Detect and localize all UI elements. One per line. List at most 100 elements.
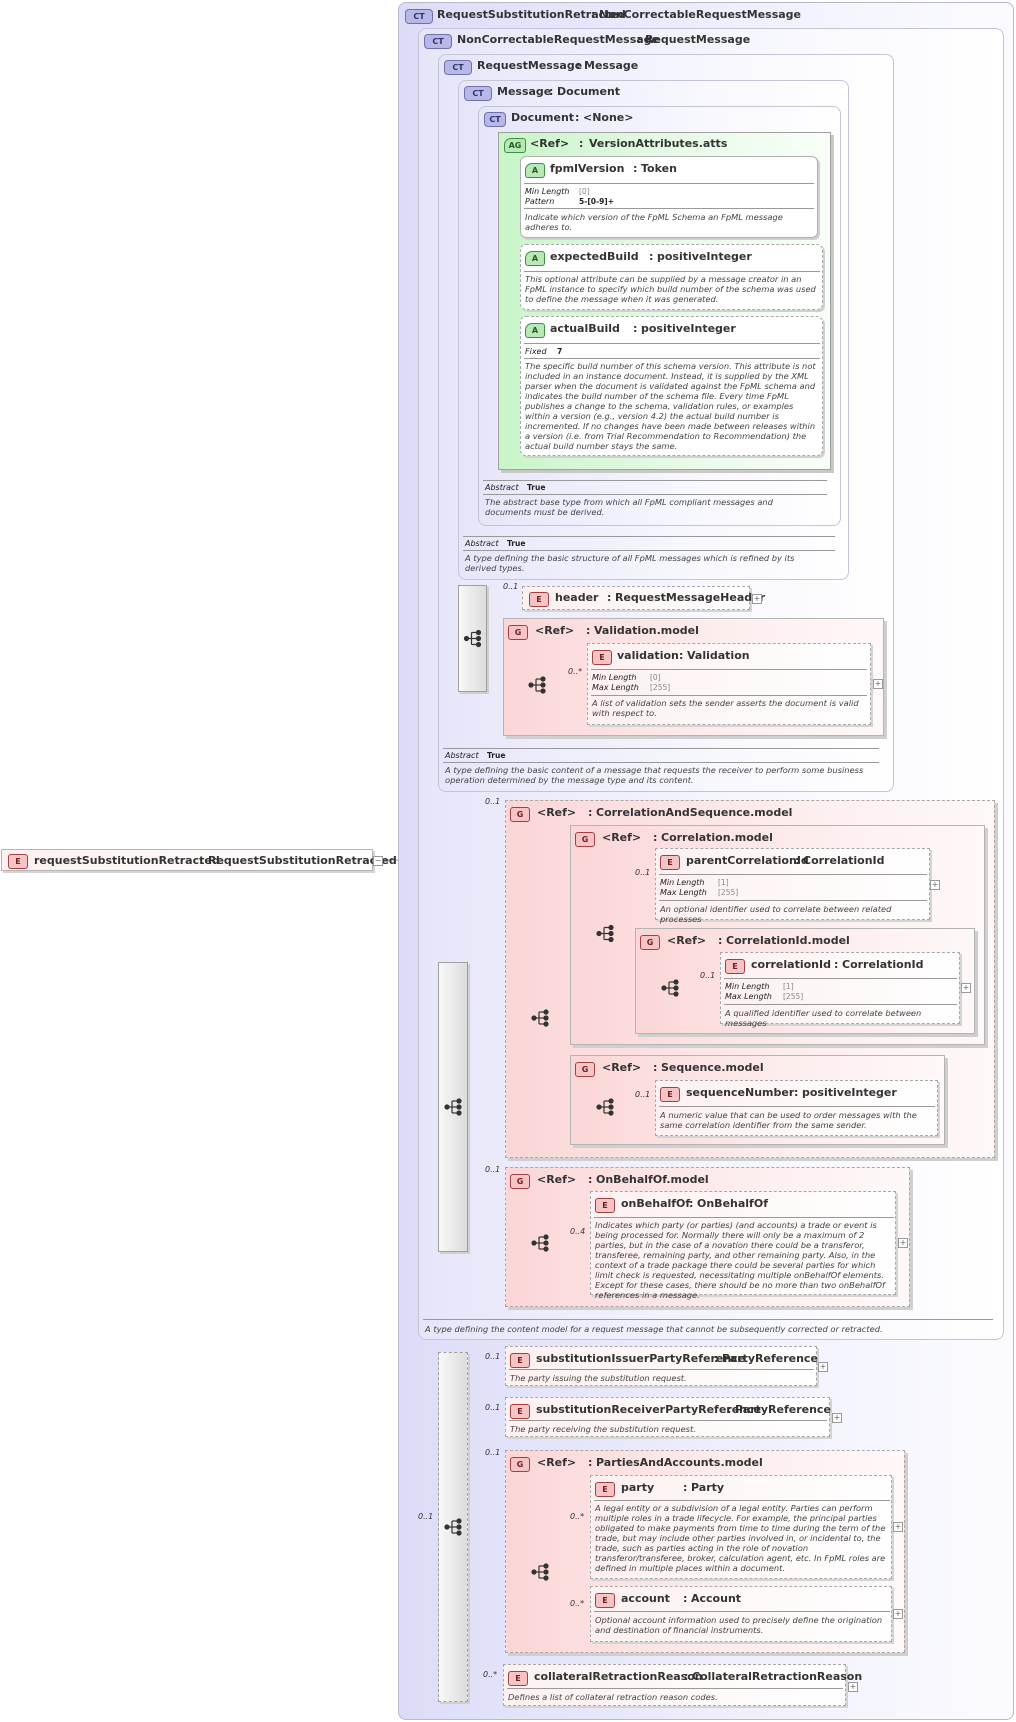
- colon-sep: :: [586, 624, 591, 637]
- abstract-label: Abstract: [465, 539, 499, 548]
- expand-icon[interactable]: +: [893, 1609, 903, 1619]
- group-badge: G: [575, 1062, 595, 1077]
- sequence-compositor-message[interactable]: [458, 585, 487, 692]
- expand-icon[interactable]: +: [873, 679, 883, 689]
- grp-corrseq-type: CorrelationAndSequence.model: [596, 806, 793, 819]
- ct-main-doc: A type defining the content model for a …: [425, 1324, 883, 1334]
- el-issuer-doc: The party issuing the substitution reque…: [510, 1373, 687, 1383]
- root-element-type: RequestSubstitutionRetracted: [208, 854, 397, 867]
- colon-sep: :: [591, 8, 596, 21]
- occurrence-label: 0..1: [635, 1090, 651, 1099]
- ag-ref: <Ref>: [530, 137, 570, 150]
- colon-sep: :: [684, 1670, 689, 1683]
- ct-noncorr-name: NonCorrectableRequestMessage: [457, 33, 660, 46]
- colon-sep: :: [607, 591, 612, 604]
- element-on-behalf-of[interactable]: E onBehalfOf : OnBehalfOf Indicates whic…: [590, 1191, 896, 1300]
- element-sequence-number[interactable]: E sequenceNumber : positiveInteger A num…: [655, 1080, 938, 1136]
- colon-sep: :: [588, 806, 593, 819]
- colon-sep: :: [549, 85, 554, 98]
- element-badge: E: [725, 959, 745, 974]
- element-collateral-retraction-reason[interactable]: E collateralRetractionReason : Collatera…: [503, 1664, 862, 1706]
- element-party[interactable]: E party : Party A legal entity or a subd…: [590, 1475, 892, 1579]
- expand-icon[interactable]: +: [818, 1362, 828, 1372]
- colon-sep: :: [576, 59, 581, 72]
- attribute-actual-build[interactable]: A actualBuild : positiveInteger Fixed 7 …: [520, 316, 823, 456]
- prop-label: Pattern: [525, 197, 555, 206]
- occurrence-label: 0..4: [570, 1227, 586, 1236]
- prop-label: Max Length: [660, 888, 707, 897]
- el-validation-doc: A list of validation sets the sender ass…: [592, 698, 859, 718]
- att-actual-doc: The specific build number of this schema…: [525, 361, 816, 451]
- occurrence-label: 0..1: [485, 797, 501, 806]
- group-badge: G: [640, 935, 660, 950]
- root-element-name: requestSubstitutionRetracted: [34, 854, 220, 867]
- el-obo-type: OnBehalfOf: [697, 1197, 768, 1210]
- prop-label: Max Length: [592, 683, 639, 692]
- sequence-compositor-noncorr[interactable]: [438, 962, 468, 1252]
- element-correlation-id[interactable]: E correlationId : CorrelationId Min Leng…: [720, 952, 960, 1028]
- expand-icon[interactable]: +: [893, 1522, 903, 1532]
- ct-document-name: Document: [511, 111, 575, 124]
- expand-icon[interactable]: +: [832, 1413, 842, 1423]
- expand-icon[interactable]: +: [898, 1238, 908, 1248]
- el-account-name: account: [621, 1592, 670, 1605]
- occurrence-label: 0..*: [568, 667, 583, 676]
- element-validation[interactable]: E validation : Validation Min Length [0]…: [587, 643, 871, 725]
- expand-icon[interactable]: +: [930, 880, 940, 890]
- expand-icon[interactable]: +: [961, 983, 971, 993]
- element-account[interactable]: E account : Account Optional account inf…: [590, 1586, 892, 1642]
- prop-value: 7: [557, 347, 563, 356]
- el-collateral-name: collateralRetractionReason: [534, 1670, 703, 1683]
- att-expected-type: positiveInteger: [657, 250, 752, 263]
- grp-obo-type: OnBehalfOf.model: [596, 1173, 709, 1186]
- grp-corr-type: Correlation.model: [661, 831, 773, 844]
- element-substitution-receiver[interactable]: E substitutionReceiverPartyReference : P…: [505, 1397, 831, 1437]
- prop-label: Min Length: [660, 878, 705, 887]
- collapse-icon[interactable]: −: [373, 856, 383, 866]
- element-substitution-issuer[interactable]: E substitutionIssuerPartyReference : Par…: [505, 1346, 818, 1386]
- occurrence-label: 0..*: [570, 1599, 585, 1608]
- el-obo-name: onBehalfOf: [621, 1197, 691, 1210]
- attribute-fpml-version[interactable]: A fpmlVersion : Token Min Length [0] Pat…: [520, 156, 818, 238]
- colon-sep: :: [795, 854, 800, 867]
- colon-sep: :: [679, 649, 684, 662]
- ct-message-name: Message: [497, 85, 552, 98]
- expand-icon[interactable]: +: [752, 594, 762, 604]
- el-header-type: RequestMessageHeader: [615, 591, 766, 604]
- el-receiver-doc: The party receiving the substitution req…: [510, 1424, 696, 1434]
- colon-sep: :: [689, 1197, 694, 1210]
- el-seqnum-name: sequenceNumber: [686, 1086, 795, 1099]
- abstract-value: True: [487, 751, 506, 760]
- element-header[interactable]: E header : RequestMessageHeader: [522, 586, 765, 610]
- ct-reqmsg-doc: A type defining the basic content of a m…: [445, 765, 864, 785]
- element-badge: E: [529, 592, 549, 607]
- group-badge: G: [510, 1174, 530, 1189]
- attribute-expected-build[interactable]: A expectedBuild : positiveInteger This o…: [520, 244, 823, 310]
- grp-parties-ref: <Ref>: [537, 1456, 577, 1469]
- complex-type-badge: CT: [405, 9, 433, 24]
- element-badge: E: [660, 855, 680, 870]
- el-account-doc: Optional account information used to pre…: [595, 1615, 883, 1635]
- sequence-compositor-bottom[interactable]: [438, 1352, 468, 1702]
- element-badge: E: [660, 1087, 680, 1102]
- att-fpml-doc: Indicate which version of the FpML Schem…: [525, 212, 783, 232]
- grp-seq-type: Sequence.model: [661, 1061, 764, 1074]
- att-actual-type: positiveInteger: [641, 322, 736, 335]
- root-element-box[interactable]: E requestSubstitutionRetracted : Request…: [1, 849, 397, 871]
- att-actual-name: actualBuild: [550, 322, 620, 335]
- element-badge: E: [510, 1353, 530, 1368]
- colon-sep: :: [683, 1481, 688, 1494]
- colon-sep: :: [588, 1173, 593, 1186]
- el-party-name: party: [621, 1481, 655, 1494]
- element-parent-correlation-id[interactable]: E parentCorrelationId : CorrelationId Mi…: [655, 848, 930, 924]
- expand-icon[interactable]: +: [848, 1682, 858, 1692]
- element-badge: E: [595, 1482, 615, 1497]
- ct-reqmsg-type: Message: [584, 59, 639, 72]
- prop-label: Min Length: [525, 187, 570, 196]
- el-corrid-type: CorrelationId: [842, 958, 924, 971]
- colon-sep: :: [199, 854, 204, 867]
- el-collateral-type: CollateralRetractionReason: [692, 1670, 863, 1683]
- el-receiver-name: substitutionReceiverPartyReference: [536, 1403, 761, 1416]
- group-badge: G: [575, 832, 595, 847]
- el-corrid-name: correlationId: [751, 958, 831, 971]
